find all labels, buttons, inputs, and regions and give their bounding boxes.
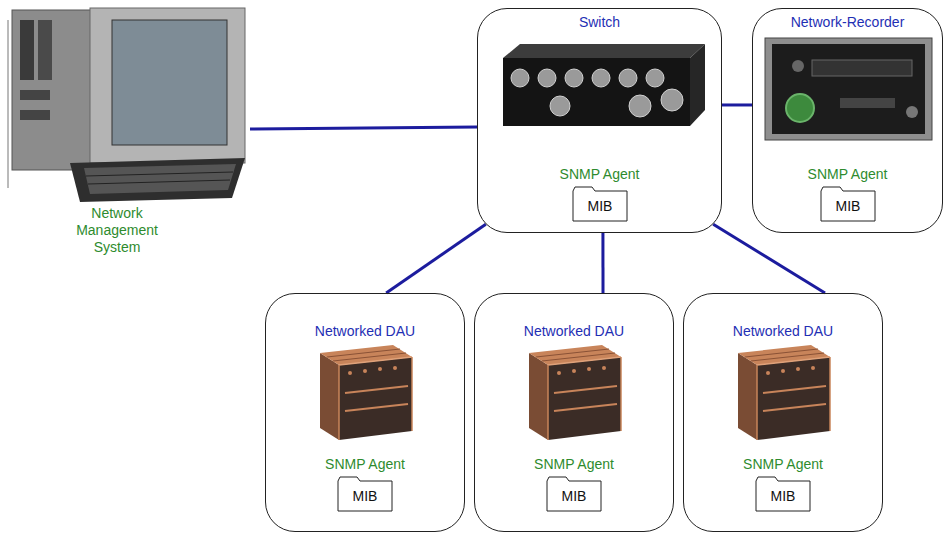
device-box: Networked DAU SNMP AgentMIB <box>683 293 883 532</box>
switch-illustration <box>629 95 651 117</box>
recorder-illustration <box>772 44 925 134</box>
switch-illustration <box>690 44 705 126</box>
laptop-illustration <box>112 20 227 145</box>
agent-label: SNMP Agent <box>684 456 882 473</box>
mib-label: MIB <box>755 488 811 505</box>
recorder-illustration <box>812 60 912 76</box>
mib-label: MIB <box>820 198 876 215</box>
device-title: Networked DAU <box>684 323 882 340</box>
mib-label: MIB <box>572 198 628 215</box>
switch-illustration <box>503 44 705 58</box>
agent-label: SNMP Agent <box>266 456 464 473</box>
device-box: Networked DAU SNMP AgentMIB <box>265 293 465 532</box>
switch-illustration <box>550 96 570 116</box>
folder-outline <box>821 187 875 221</box>
laptop-illustration <box>90 8 245 163</box>
switch-illustration <box>661 89 683 111</box>
agent-label: SNMP Agent <box>478 166 721 183</box>
laptop-illustration <box>8 20 9 188</box>
folder-outline <box>547 477 601 511</box>
laptop-illustration <box>20 20 34 80</box>
folder-outline <box>573 187 627 221</box>
mib-label: MIB <box>337 488 393 505</box>
switch-illustration <box>646 69 664 87</box>
recorder-illustration <box>906 106 918 118</box>
device-title: Network-Recorder <box>753 14 942 31</box>
switch-illustration <box>503 44 705 126</box>
mib-folder: MIB <box>546 476 602 512</box>
device-title: Switch <box>478 14 721 31</box>
recorder-illustration <box>792 60 804 72</box>
switch-illustration <box>565 69 583 87</box>
network-link <box>386 224 486 293</box>
mib-folder: MIB <box>337 476 393 512</box>
laptop-illustration <box>20 90 50 100</box>
switch-illustration <box>538 69 556 87</box>
folder-outline <box>338 477 392 511</box>
network-link <box>713 224 825 293</box>
mib-folder: MIB <box>820 186 876 222</box>
network-link <box>250 127 477 129</box>
network-link <box>601 233 604 293</box>
device-box: Networked DAU SNMP AgentMIB <box>474 293 674 532</box>
recorder-illustration <box>786 94 814 122</box>
dau-illustration <box>738 345 830 440</box>
device-title: Networked DAU <box>475 323 673 340</box>
recorder-illustration <box>765 38 932 140</box>
laptop-illustration <box>12 10 94 170</box>
laptop-illustration <box>70 158 245 202</box>
device-title: Networked DAU <box>266 323 464 340</box>
mib-folder: MIB <box>755 476 811 512</box>
switch-illustration <box>503 58 690 126</box>
device-box: Network-RecorderSNMP AgentMIB <box>752 8 943 233</box>
recorder-illustration <box>765 38 932 140</box>
agent-label: SNMP Agent <box>753 166 942 183</box>
station-node: Network Management System <box>0 0 250 258</box>
folder-outline <box>756 477 810 511</box>
switch-illustration <box>592 69 610 87</box>
laptop-illustration <box>86 172 233 176</box>
device-box: SwitchSNMP AgentMIB <box>477 8 722 233</box>
laptop-illustration <box>88 180 230 184</box>
network-link <box>722 103 752 106</box>
laptop-illustration <box>20 110 50 120</box>
recorder-illustration <box>840 98 895 108</box>
station-label: Network Management System <box>61 205 173 256</box>
dau-illustration <box>529 345 621 440</box>
laptop-illustration <box>8 8 245 202</box>
dau-illustration <box>320 345 412 440</box>
agent-label: SNMP Agent <box>475 456 673 473</box>
laptop-illustration <box>84 164 236 194</box>
laptop-illustration <box>38 20 52 80</box>
switch-illustration <box>511 69 529 87</box>
mib-label: MIB <box>546 488 602 505</box>
mib-folder: MIB <box>572 186 628 222</box>
switch-illustration <box>619 69 637 87</box>
